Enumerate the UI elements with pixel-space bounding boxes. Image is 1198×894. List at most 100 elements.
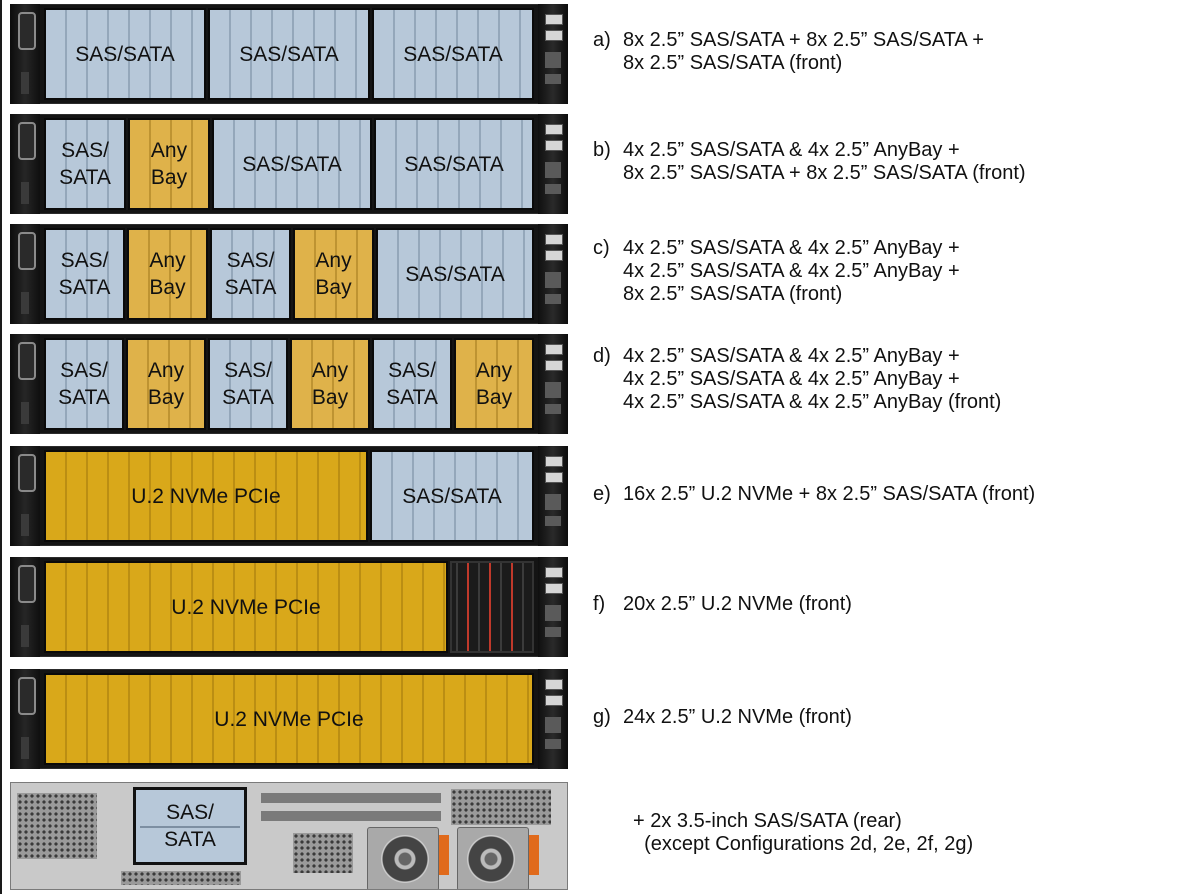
config-text: 4x 2.5” SAS/SATA & 4x 2.5” AnyBay +8x 2.… — [623, 139, 1026, 185]
drive-group-label-line: U.2 NVMe PCIe — [214, 707, 364, 731]
right-rack-ear — [538, 669, 568, 769]
drive-group-label: SAS/SATA — [242, 151, 342, 178]
usb-port-icon — [545, 360, 563, 371]
rear-cage-label-line: SAS/ — [166, 801, 214, 824]
server-front-config-f: U.2 NVMe PCIe — [10, 557, 568, 657]
drive-group-sas: SAS/SATA — [44, 118, 126, 210]
drive-group-label-line: SATA — [58, 276, 111, 299]
vga-port-icon — [18, 454, 36, 492]
drive-group-label-line: Bay — [315, 276, 352, 299]
config-letter: f) — [593, 593, 606, 615]
drive-group-sas: SAS/SATA — [372, 8, 534, 100]
left-rack-ear — [10, 446, 40, 546]
drive-group-label-line: SAS/SATA — [405, 262, 505, 286]
drive-group-sas: SAS/SATA — [374, 118, 534, 210]
drive-group-label: SAS/SATA — [386, 357, 438, 411]
drive-group-label-line: Any — [147, 359, 185, 382]
rear-pcie-slot-1 — [261, 793, 441, 803]
config-text-line: 24x 2.5” U.2 NVMe (front) — [623, 706, 852, 728]
left-rack-ear — [10, 4, 40, 104]
drive-group-label: U.2 NVMe PCIe — [171, 594, 320, 621]
status-panel-icon — [545, 272, 561, 288]
drive-group-label-line: SATA — [224, 276, 277, 299]
config-text: 4x 2.5” SAS/SATA & 4x 2.5” AnyBay +4x 2.… — [623, 237, 960, 306]
config-text: 8x 2.5” SAS/SATA + 8x 2.5” SAS/SATA +8x … — [623, 29, 984, 75]
drive-group-label: SAS/SATA — [222, 357, 274, 411]
drive-group-sas: SAS/SATA — [372, 338, 452, 430]
config-text-line: 4x 2.5” SAS/SATA & 4x 2.5” AnyBay (front… — [623, 391, 1002, 413]
drive-group-nvme: U.2 NVMe PCIe — [44, 673, 534, 765]
config-letter: e) — [593, 483, 611, 505]
rear-cage-label: SAS/ SATA — [164, 799, 216, 853]
left-rack-ear — [10, 114, 40, 214]
usb-port-icon — [545, 30, 563, 41]
rear-vent-mesh-right — [451, 789, 551, 825]
config-letter: c) — [593, 237, 610, 259]
rear-psu-1-handle[interactable] — [439, 835, 449, 875]
drive-group-nvme: U.2 NVMe PCIe — [44, 450, 368, 542]
brand-label-icon — [21, 514, 29, 536]
drive-group-label: SAS/SATA — [225, 247, 277, 301]
vga-port-icon — [18, 565, 36, 603]
drive-group-label-line: SAS/ — [60, 249, 109, 272]
status-panel-icon — [545, 162, 561, 178]
drive-group-label-line: SAS/SATA — [239, 42, 339, 66]
config-text-line: 4x 2.5” SAS/SATA & 4x 2.5” AnyBay + — [623, 260, 960, 282]
right-rack-ear — [538, 224, 568, 324]
rear-vent-mesh-center — [293, 833, 353, 873]
usb-port-icon — [545, 140, 563, 151]
drive-group-label: U.2 NVMe PCIe — [214, 706, 363, 733]
rear-cage-label-line: SATA — [164, 828, 216, 851]
rear-psu-2-handle[interactable] — [529, 835, 539, 875]
config-text-line: 4x 2.5” SAS/SATA & 4x 2.5” AnyBay + — [623, 368, 960, 390]
right-rack-ear — [538, 446, 568, 546]
config-text-line: 8x 2.5” SAS/SATA (front) — [623, 283, 843, 305]
drive-group-label-line: Bay — [475, 386, 513, 409]
drive-group-label-line: U.2 NVMe PCIe — [171, 595, 321, 619]
usb-port-icon — [545, 250, 563, 261]
rear-config-description: + 2x 3.5-inch SAS/SATA (rear) (except Co… — [633, 810, 973, 856]
brand-label-icon — [21, 737, 29, 759]
drive-group-label-line: SAS/ — [388, 359, 436, 382]
drive-group-label: SAS/SATA — [59, 137, 111, 191]
brand-label-icon — [21, 182, 29, 204]
vga-port-icon — [18, 122, 36, 160]
drive-group-sas: SAS/SATA — [208, 8, 370, 100]
status-panel-icon — [545, 494, 561, 510]
drive-group-label-line: SAS/ — [61, 139, 109, 162]
drive-group-sas: SAS/SATA — [44, 228, 125, 320]
pull-tab-icon — [545, 294, 561, 304]
config-text: 24x 2.5” U.2 NVMe (front) — [623, 706, 852, 729]
drive-group-label: SAS/SATA — [405, 261, 505, 288]
drive-group-sas: SAS/SATA — [212, 118, 372, 210]
config-text-line: 4x 2.5” SAS/SATA & 4x 2.5” AnyBay + — [623, 139, 960, 161]
drive-group-sas: SAS/SATA — [376, 228, 534, 320]
usb-port-icon — [545, 234, 563, 245]
drive-group-label-line: SATA — [59, 166, 111, 189]
config-letter: g) — [593, 706, 611, 728]
drive-group-label-line: Any — [475, 359, 513, 382]
drive-group-label-line: SAS/SATA — [404, 152, 504, 176]
rear-description-line: + 2x 3.5-inch SAS/SATA (rear) — [633, 810, 902, 832]
rear-io-vent — [121, 871, 241, 885]
left-rack-ear — [10, 224, 40, 324]
usb-port-icon — [545, 124, 563, 135]
config-text: 4x 2.5” SAS/SATA & 4x 2.5” AnyBay +4x 2.… — [623, 345, 1001, 414]
rear-description-line: (except Configurations 2d, 2e, 2f, 2g) — [633, 833, 974, 855]
drive-bays: U.2 NVMe PCIe — [44, 673, 534, 765]
vga-port-icon — [18, 677, 36, 715]
config-text-line: 8x 2.5” SAS/SATA + 8x 2.5” SAS/SATA + — [623, 29, 984, 51]
